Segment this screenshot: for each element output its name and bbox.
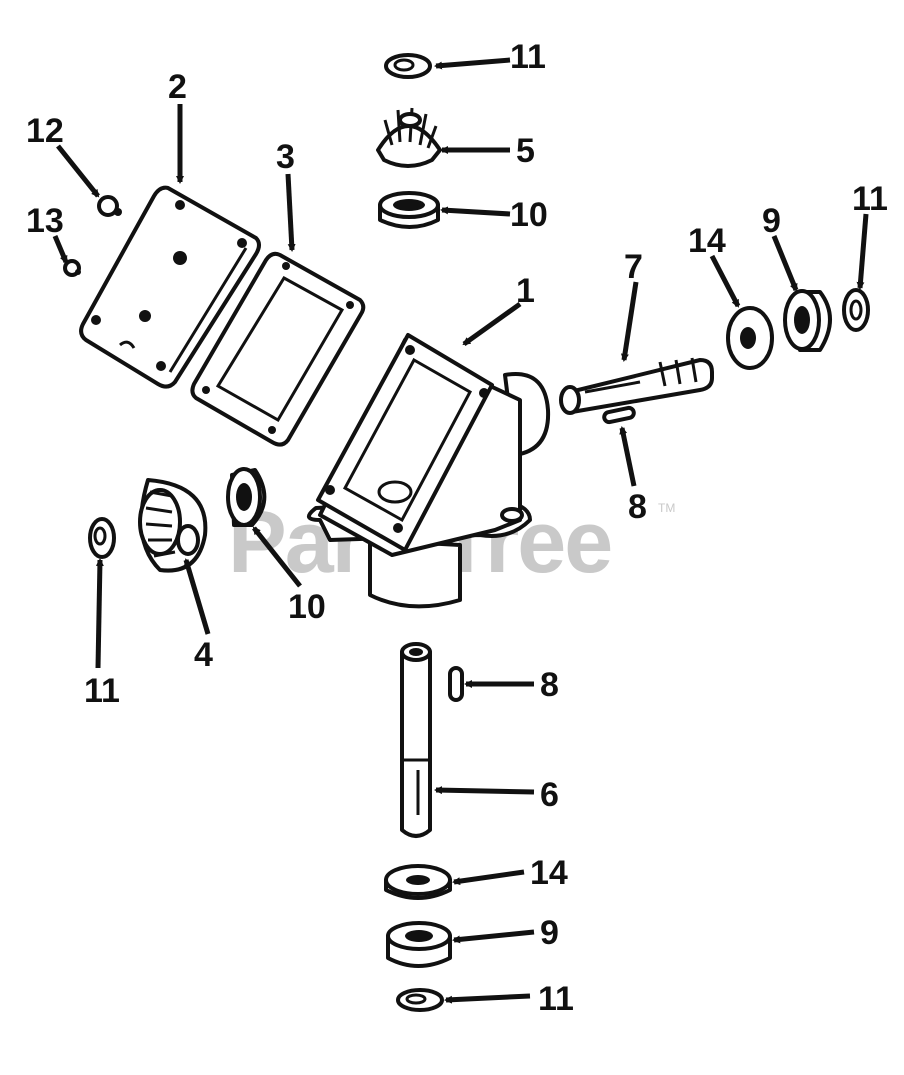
part-key-right [602,405,636,425]
callout-8-right: 8 [628,488,647,526]
callout-labels: 11 5 10 2 3 12 13 1 7 14 9 11 8 11 4 10 … [26,38,888,1018]
part-washer-lower [384,864,452,900]
part-gear-housing [307,333,551,609]
callout-11-top: 11 [510,38,546,76]
part-snap-ring-top [384,53,432,79]
part-cover-plate [79,185,261,389]
part-shaft-vertical [400,642,432,838]
callout-14-lower: 14 [530,854,568,892]
callout-12: 12 [26,112,64,150]
callout-5: 5 [516,132,535,170]
part-screw-12 [97,195,122,217]
callout-4: 4 [194,636,213,674]
part-bevel-gear-left [138,478,208,573]
part-key-lower [448,666,464,702]
part-bearing-lower [386,921,452,968]
part-bevel-gear-top [376,107,442,168]
part-snap-ring-lower [396,988,444,1012]
callout-3: 3 [276,138,295,176]
watermark-trademark: TM [658,501,675,515]
callout-10-left: 10 [288,588,326,626]
part-gasket [190,251,366,447]
callout-11-lower: 11 [538,980,574,1018]
part-washer-right [726,306,774,370]
callout-11-left: 11 [84,672,120,710]
part-seal-top [378,191,440,229]
callout-1: 1 [516,272,535,310]
part-bearing-right [783,289,832,352]
callout-14-right: 14 [688,222,726,260]
callout-7: 7 [624,248,643,286]
callout-11-right: 11 [852,180,888,218]
callout-6: 6 [540,776,559,814]
part-snap-ring-left [88,517,116,559]
part-snap-ring-right [842,288,870,332]
callout-8-lower: 8 [540,666,559,704]
callout-9-right: 9 [762,202,781,240]
callout-10-top: 10 [510,196,548,234]
leader-arrows [52,57,869,1004]
part-nut-13 [63,259,81,277]
callout-13: 13 [26,202,64,240]
callout-9-lower: 9 [540,914,559,952]
part-seal-left [226,467,267,527]
part-shaft-horizontal [559,357,714,415]
callout-2: 2 [168,68,187,106]
